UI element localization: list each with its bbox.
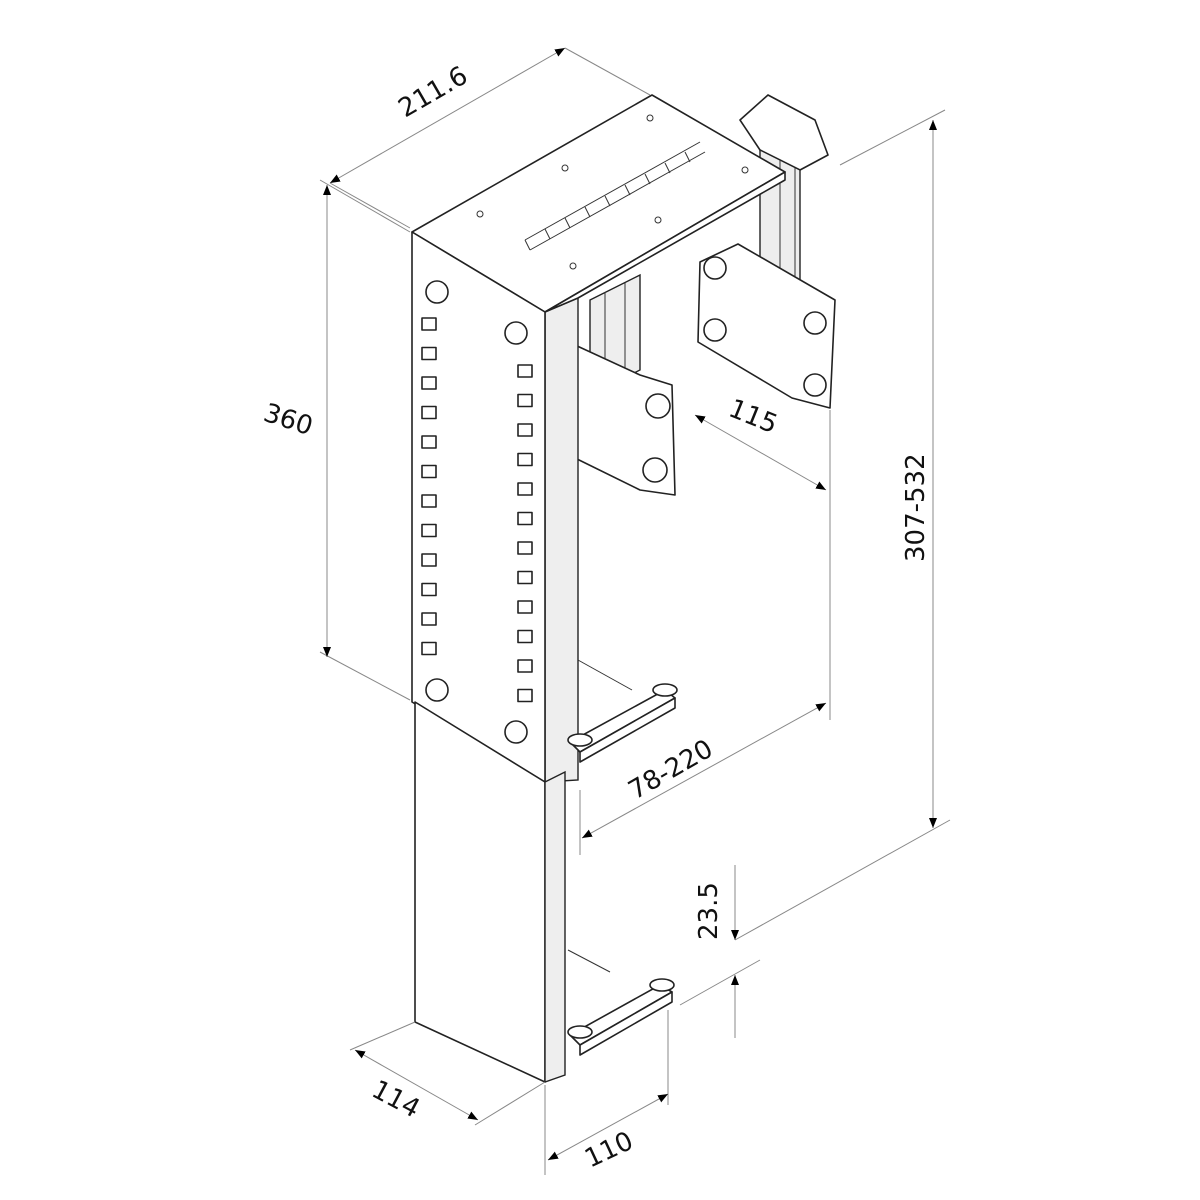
adjustment-slot (517, 511, 533, 526)
adjustment-slot (421, 317, 437, 331)
adjustment-slot (517, 393, 533, 408)
adjustment-slot (421, 346, 437, 361)
side-panel (544, 296, 579, 783)
dimension-depth-label: 211.6 (394, 61, 473, 124)
lower-column (414, 701, 566, 1083)
adjustment-slot (421, 405, 437, 420)
middle-mounting-plate (574, 344, 676, 496)
adjustment-slot (421, 435, 437, 449)
adjustment-slot (517, 423, 533, 437)
adjustment-slot (421, 612, 437, 626)
dimension-foot-height-label: 23.5 (694, 882, 724, 940)
adjustment-slot (517, 541, 533, 555)
adjustment-slot (517, 600, 533, 614)
adjustment-slot (421, 582, 437, 597)
front-face (411, 231, 546, 783)
lower-foot-bracket (567, 949, 675, 1056)
dimension-plate-spacing-label: 115 (724, 394, 781, 440)
dimension-column-width-label: 110 (580, 1126, 638, 1174)
dimension-total-height-label: 307-532 (901, 453, 931, 562)
adjustment-slot (517, 570, 533, 585)
adjustment-slot (421, 523, 437, 538)
adjustment-slot (421, 553, 437, 567)
upper-mounting-plate (697, 243, 836, 409)
dimension-height-label: 360 (260, 398, 316, 442)
adjustment-slot (517, 482, 533, 496)
upper-clamp-bracket (567, 659, 678, 763)
adjustment-slot (517, 659, 533, 673)
adjustment-slot (421, 464, 437, 479)
dimension-lines (319, 47, 951, 1175)
adjustment-slot (421, 641, 437, 656)
adjustment-slot (517, 452, 533, 467)
adjustment-slot (517, 688, 533, 703)
adjustment-slot (421, 494, 437, 508)
dimension-column-depth-label: 114 (367, 1075, 425, 1125)
upper-right-side-face (544, 171, 786, 313)
adjustment-slot (517, 364, 533, 378)
adjustment-slot (421, 376, 437, 390)
adjustment-slot (517, 629, 533, 644)
